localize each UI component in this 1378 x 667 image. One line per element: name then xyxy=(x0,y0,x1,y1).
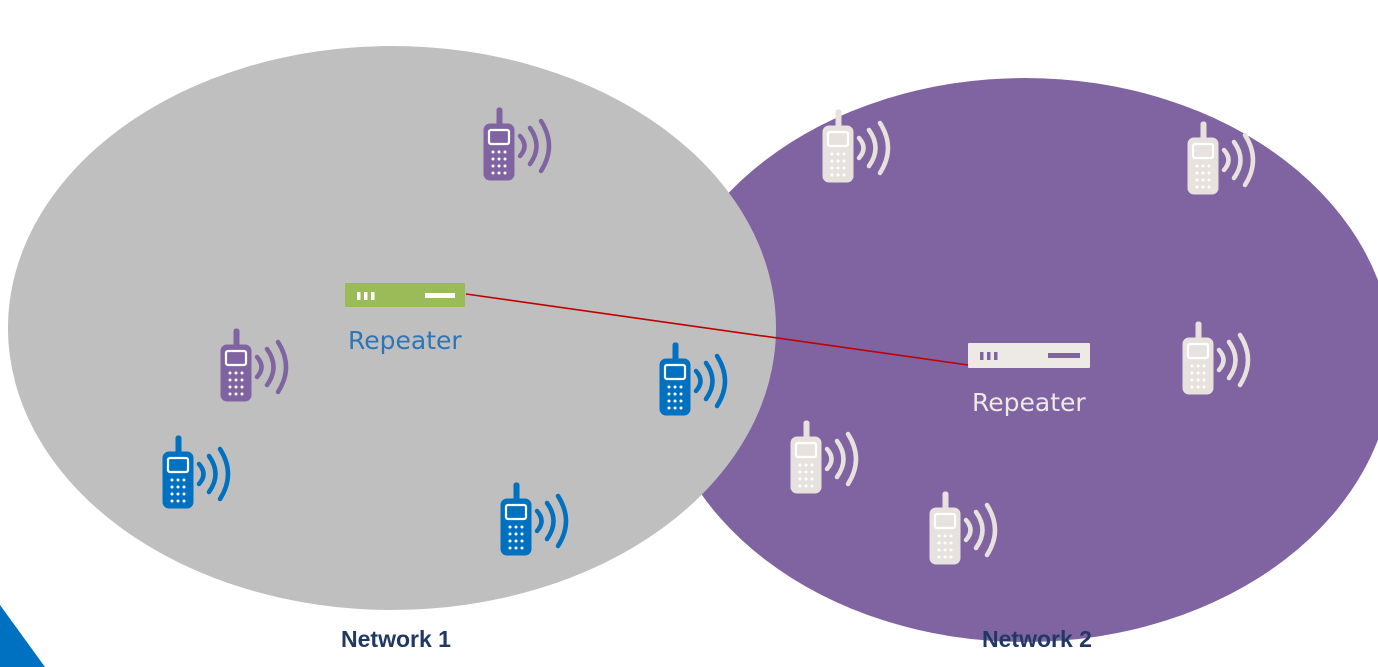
network-2-label: Network 2 xyxy=(982,626,1092,652)
repeater-2-label: Repeater xyxy=(972,388,1086,417)
corner-accent-shape xyxy=(0,605,45,667)
repeater-1-label: Repeater xyxy=(348,326,462,355)
repeater-2-device xyxy=(968,343,1090,368)
repeater-1-device xyxy=(345,283,465,307)
network-1-label: Network 1 xyxy=(341,626,451,652)
repeater-link-line xyxy=(465,293,969,366)
